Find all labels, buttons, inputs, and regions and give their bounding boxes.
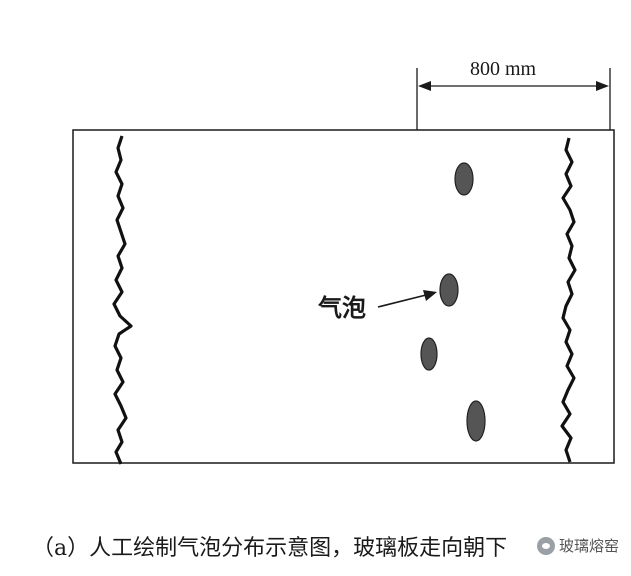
dimension-label: 800 mm [470, 58, 537, 80]
bubble-pointer-arrow [377, 290, 437, 308]
bubble-2 [439, 273, 459, 307]
bubble-3 [420, 337, 438, 371]
right-wavy-edge [560, 137, 577, 463]
dimension-arrow-left [418, 81, 431, 91]
bubble-label: 气泡 [318, 294, 366, 322]
dimension-marker [416, 68, 611, 130]
bubble-4 [466, 400, 486, 442]
watermark: 玻璃熔窑 [534, 534, 623, 557]
dimension-arrow-right [596, 81, 609, 91]
glass-plate-outline [72, 129, 615, 464]
wechat-icon [536, 536, 555, 555]
figure-caption: （a）人工绘制气泡分布示意图，玻璃板走向朝下 [32, 536, 508, 561]
left-wavy-edge [112, 135, 133, 465]
watermark-text: 玻璃熔窑 [558, 537, 619, 555]
bubble-1 [454, 162, 474, 196]
